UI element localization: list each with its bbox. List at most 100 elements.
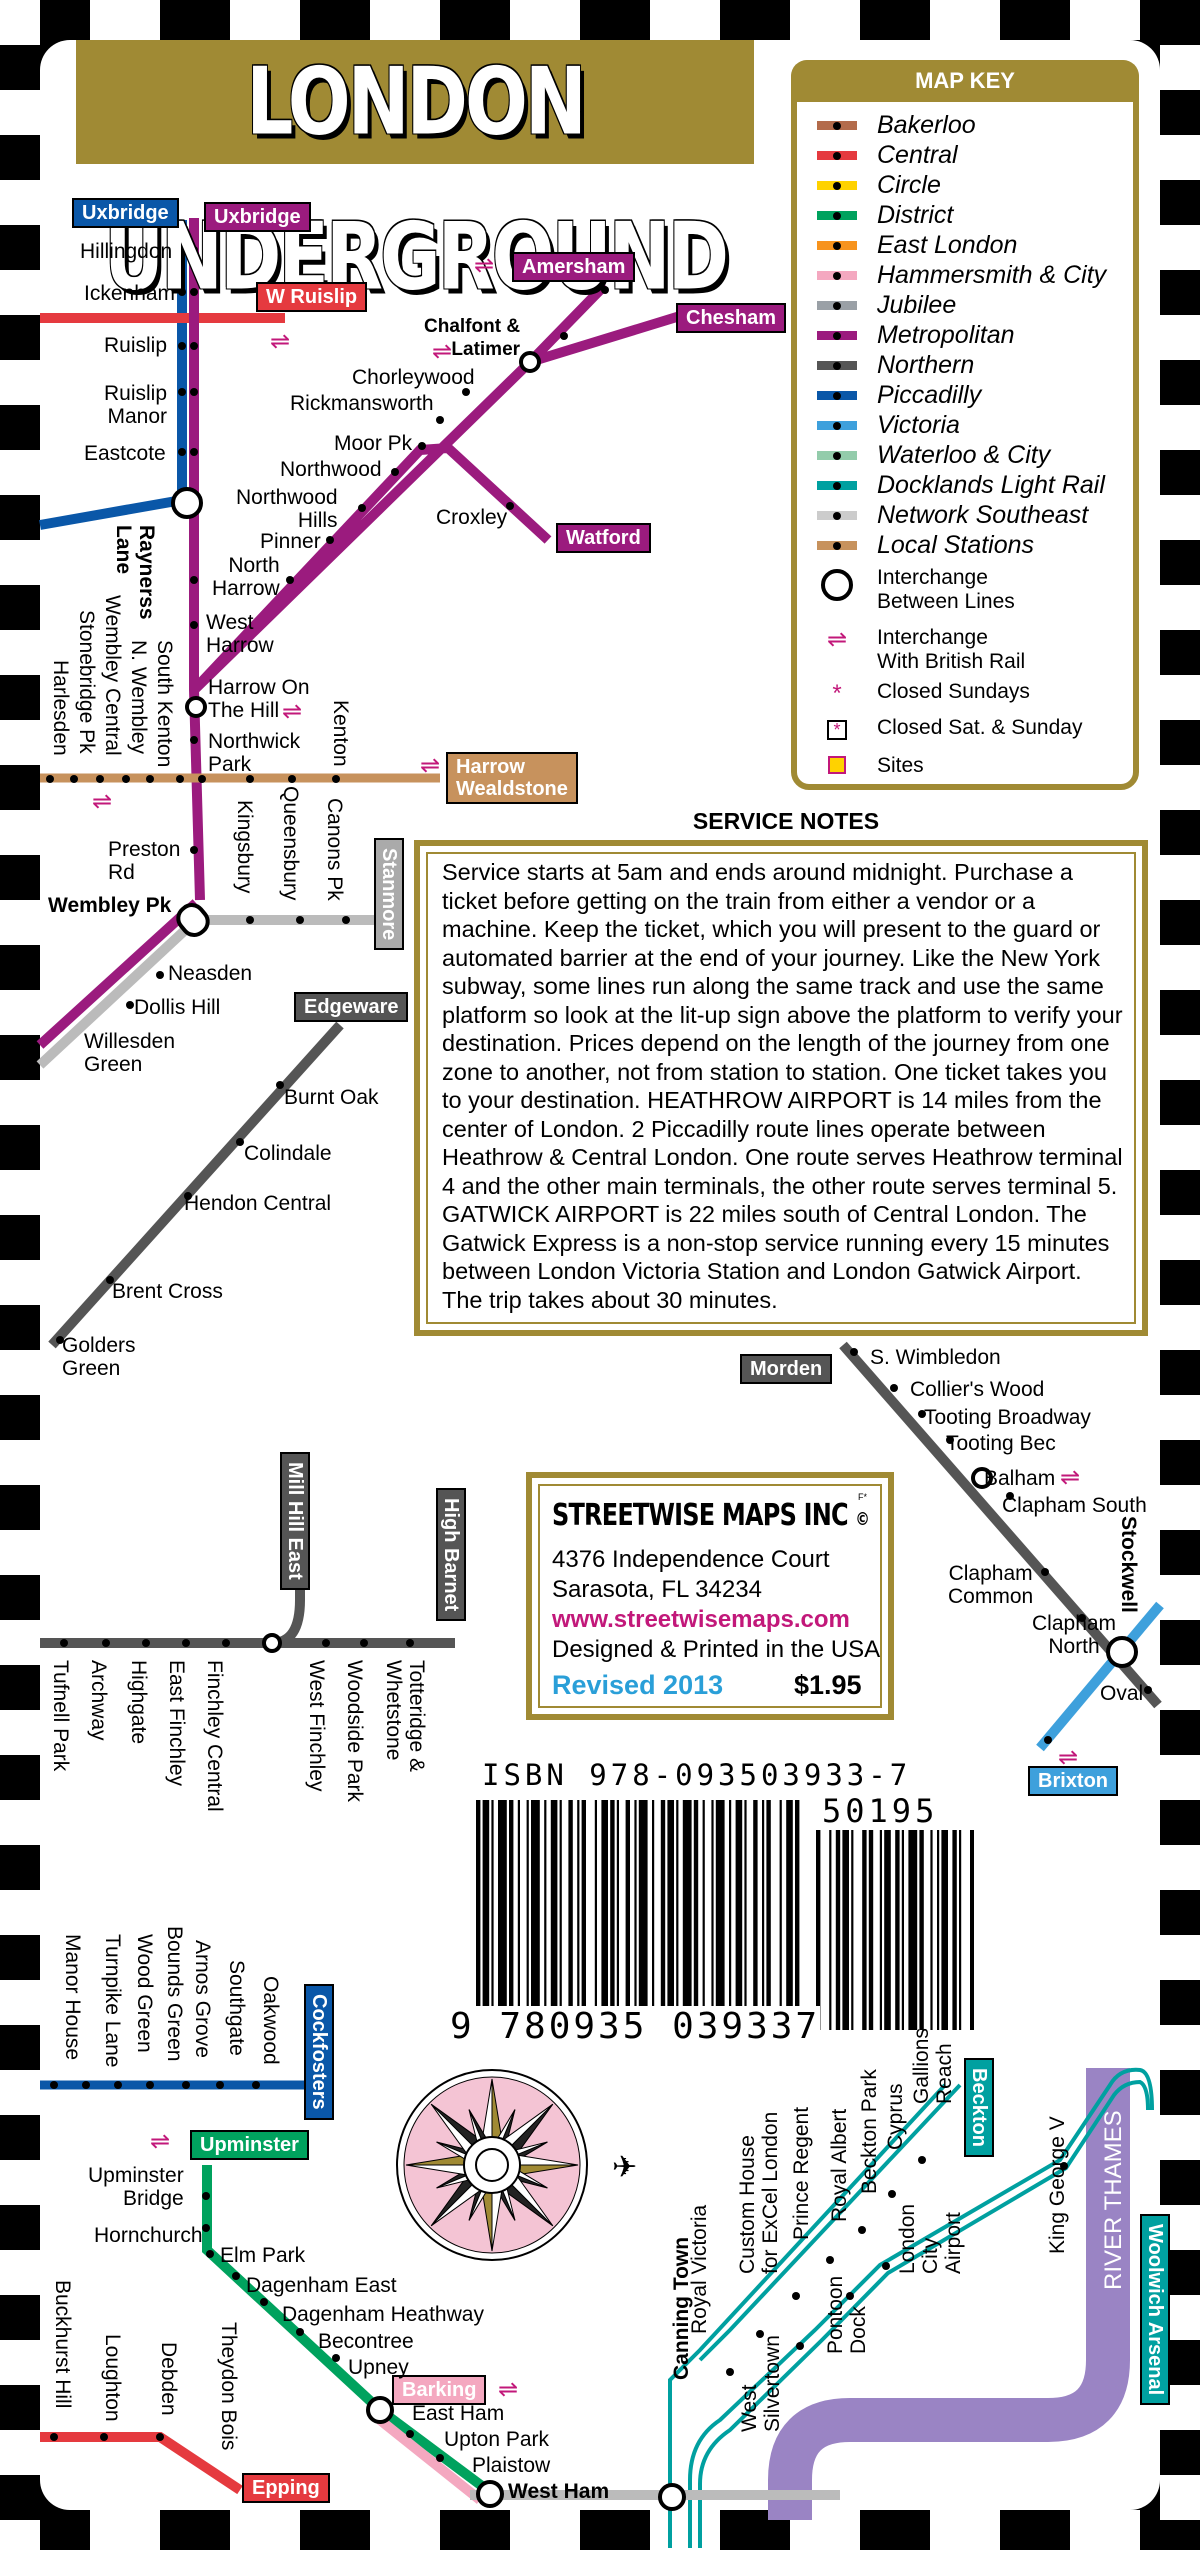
station-golders-green[interactable]: Golders Green bbox=[62, 1334, 136, 1380]
station-northwick-park[interactable]: Northwick Park bbox=[208, 730, 301, 776]
station-west-silvertown[interactable]: West Silvertown bbox=[738, 2335, 784, 2432]
station-tooting-broadway[interactable]: Tooting Broadway bbox=[924, 1406, 1091, 1429]
station-oval[interactable]: Oval bbox=[1100, 1682, 1144, 1705]
station-colindale[interactable]: Colindale bbox=[244, 1142, 332, 1165]
publisher-url[interactable]: www.streetwisemaps.com bbox=[552, 1606, 850, 1633]
station-buckhurst-hill[interactable]: Buckhurst Hill bbox=[51, 2280, 74, 2409]
station-hendon-central[interactable]: Hendon Central bbox=[184, 1192, 332, 1215]
station-moor-pk[interactable]: Moor Pk bbox=[334, 432, 413, 455]
station-royal-victoria[interactable]: Royal Victoria bbox=[688, 2204, 711, 2334]
station-west-finchley[interactable]: West Finchley bbox=[305, 1660, 328, 1792]
station-wembley-central[interactable]: Wembley Central bbox=[101, 595, 124, 756]
station-n-wembley[interactable]: N. Wembley bbox=[127, 640, 150, 754]
terminus-edgeware[interactable]: Edgeware bbox=[294, 992, 409, 1022]
station-plaistow[interactable]: Plaistow bbox=[472, 2454, 551, 2477]
station-upminster-bridge[interactable]: Upminster Bridge bbox=[88, 2164, 184, 2210]
northern-line-edgware[interactable] bbox=[48, 1021, 344, 1349]
station-theydon-bois[interactable]: Theydon Bois bbox=[217, 2322, 240, 2451]
station-woodside-park[interactable]: Woodside Park bbox=[343, 1660, 366, 1803]
station-upton-park[interactable]: Upton Park bbox=[444, 2428, 550, 2451]
station-west-harrow[interactable]: West Harrow bbox=[206, 611, 274, 657]
station-clapham-south[interactable]: Clapham South bbox=[1002, 1494, 1147, 1517]
terminus-chesham[interactable]: Chesham bbox=[676, 303, 787, 333]
station-ruislip-manor[interactable]: Ruislip Manor bbox=[104, 382, 168, 428]
station-river-thames[interactable]: RIVER THAMES bbox=[1100, 2110, 1127, 2290]
station-arnos-grove[interactable]: Arnos Grove bbox=[191, 1940, 214, 2058]
station-totteridge[interactable]: Totteridge & Whetstone bbox=[382, 1660, 428, 1773]
station-turnpike-lane[interactable]: Turnpike Lane bbox=[101, 1934, 124, 2068]
station-prince-regent[interactable]: Prince Regent bbox=[790, 2106, 813, 2240]
station-eastcote[interactable]: Eastcote bbox=[84, 442, 166, 465]
station-s-wimbledon[interactable]: S. Wimbledon bbox=[870, 1346, 1001, 1369]
station-dagenham-east[interactable]: Dagenham East bbox=[246, 2274, 397, 2297]
station-clapham-north[interactable]: Clapham North bbox=[1032, 1612, 1117, 1658]
terminus-brixton[interactable]: Brixton bbox=[1028, 1766, 1118, 1796]
station-balham[interactable]: Balham bbox=[984, 1467, 1056, 1490]
station-northwood-hills[interactable]: Northwood Hills bbox=[236, 486, 338, 532]
district-line[interactable] bbox=[202, 2165, 493, 2497]
station-elm-park[interactable]: Elm Park bbox=[220, 2244, 306, 2267]
station-tufnell-park[interactable]: Tufnell Park bbox=[49, 1660, 72, 1772]
dlr-woolwich[interactable] bbox=[688, 2067, 1154, 2548]
station-canons-pk[interactable]: Canons Pk bbox=[323, 798, 346, 901]
station-stonebridge-pk[interactable]: Stonebridge Pk bbox=[75, 610, 98, 754]
station-burnt-oak[interactable]: Burnt Oak bbox=[284, 1086, 379, 1109]
station-debden[interactable]: Debden bbox=[157, 2342, 180, 2416]
station-bounds-green[interactable]: Bounds Green bbox=[163, 1926, 186, 2062]
station-kenton[interactable]: Kenton bbox=[329, 700, 352, 767]
station-clapham-common[interactable]: Clapham Common bbox=[948, 1562, 1034, 1608]
station-hornchurch[interactable]: Hornchurch bbox=[94, 2224, 203, 2247]
station-becontree[interactable]: Becontree bbox=[318, 2330, 414, 2353]
station-manor-house[interactable]: Manor House bbox=[61, 1934, 84, 2061]
station-hillingdon[interactable]: Hillingdon bbox=[80, 240, 173, 263]
terminus-mill-hill-east[interactable]: Mill Hill East bbox=[280, 1452, 310, 1590]
terminus-barking[interactable]: Barking bbox=[392, 2375, 487, 2405]
station-chorleywood[interactable]: Chorleywood bbox=[352, 366, 475, 389]
station-cyprus[interactable]: Cyprus bbox=[884, 2083, 907, 2150]
station-croxley[interactable]: Croxley bbox=[436, 506, 508, 529]
station-east-ham[interactable]: East Ham bbox=[412, 2402, 505, 2425]
station-london-city-airport[interactable]: London City Airport bbox=[896, 2203, 965, 2274]
station-oakwood[interactable]: Oakwood bbox=[259, 1976, 282, 2065]
northern-line-morden[interactable] bbox=[839, 1341, 1162, 1709]
terminus-woolwich-arsenal[interactable]: Woolwich Arsenal bbox=[1140, 2214, 1170, 2406]
station-royal-albert[interactable]: Royal Albert bbox=[828, 2108, 851, 2222]
station-archway[interactable]: Archway bbox=[87, 1660, 110, 1741]
station-loughton[interactable]: Loughton bbox=[101, 2334, 124, 2422]
terminus-upminster[interactable]: Upminster bbox=[190, 2130, 309, 2160]
station-brent-cross[interactable]: Brent Cross bbox=[112, 1280, 223, 1303]
terminus-high-barnet[interactable]: High Barnet bbox=[436, 1488, 466, 1622]
station-finchley-central[interactable]: Finchley Central bbox=[203, 1660, 226, 1812]
station-southgate[interactable]: Southgate bbox=[225, 1960, 248, 2056]
station-harrow-on-the-hill[interactable]: Harrow On The Hill bbox=[208, 676, 310, 722]
dlr-beckton[interactable] bbox=[668, 2083, 962, 2548]
station-northwood[interactable]: Northwood bbox=[280, 458, 382, 481]
station-pinner[interactable]: Pinner bbox=[260, 530, 321, 553]
station-east-finchley[interactable]: East Finchley bbox=[165, 1660, 188, 1787]
station-stockwell[interactable]: Stockwell bbox=[1117, 1516, 1140, 1613]
terminus-epping[interactable]: Epping bbox=[242, 2473, 330, 2503]
terminus-stanmore[interactable]: Stanmore bbox=[374, 838, 404, 951]
station-beckton-park[interactable]: Beckton Park bbox=[858, 2069, 881, 2194]
station-gallions-reach[interactable]: Gallions Reach bbox=[910, 2028, 956, 2104]
terminus-beckton[interactable]: Beckton bbox=[964, 2058, 994, 2157]
station-ruislip[interactable]: Ruislip bbox=[104, 334, 168, 357]
station-pontoon-dock[interactable]: Pontoon Dock bbox=[824, 2275, 870, 2354]
terminus-w-ruislip[interactable]: W Ruislip bbox=[256, 282, 368, 312]
station-highgate[interactable]: Highgate bbox=[127, 1660, 150, 1745]
station-dagenham-heathway[interactable]: Dagenham Heathway bbox=[282, 2303, 484, 2326]
station-custom-house[interactable]: Custom House for ExCel London bbox=[736, 2111, 782, 2274]
station-tooting-bec[interactable]: Tooting Bec bbox=[946, 1432, 1056, 1455]
terminus-uxbridge-metropolitan[interactable]: Uxbridge bbox=[204, 202, 311, 232]
station-king-george-v[interactable]: King George V bbox=[1046, 2116, 1069, 2254]
station-kingsbury[interactable]: Kingsbury bbox=[233, 800, 256, 894]
station-wembley-pk[interactable]: Wembley Pk bbox=[48, 894, 172, 917]
station-west-ham[interactable]: West Ham bbox=[508, 2480, 610, 2503]
terminus-cockfosters[interactable]: Cockfosters bbox=[304, 1984, 334, 2120]
station-colliers-wood[interactable]: Collier's Wood bbox=[910, 1378, 1045, 1401]
station-rickmansworth[interactable]: Rickmansworth bbox=[290, 392, 434, 415]
station-willesden-green[interactable]: Willesden Green bbox=[84, 1030, 176, 1076]
station-south-kenton[interactable]: South Kenton bbox=[153, 640, 176, 768]
station-upney[interactable]: Upney bbox=[348, 2356, 409, 2379]
terminus-morden[interactable]: Morden bbox=[740, 1354, 833, 1384]
